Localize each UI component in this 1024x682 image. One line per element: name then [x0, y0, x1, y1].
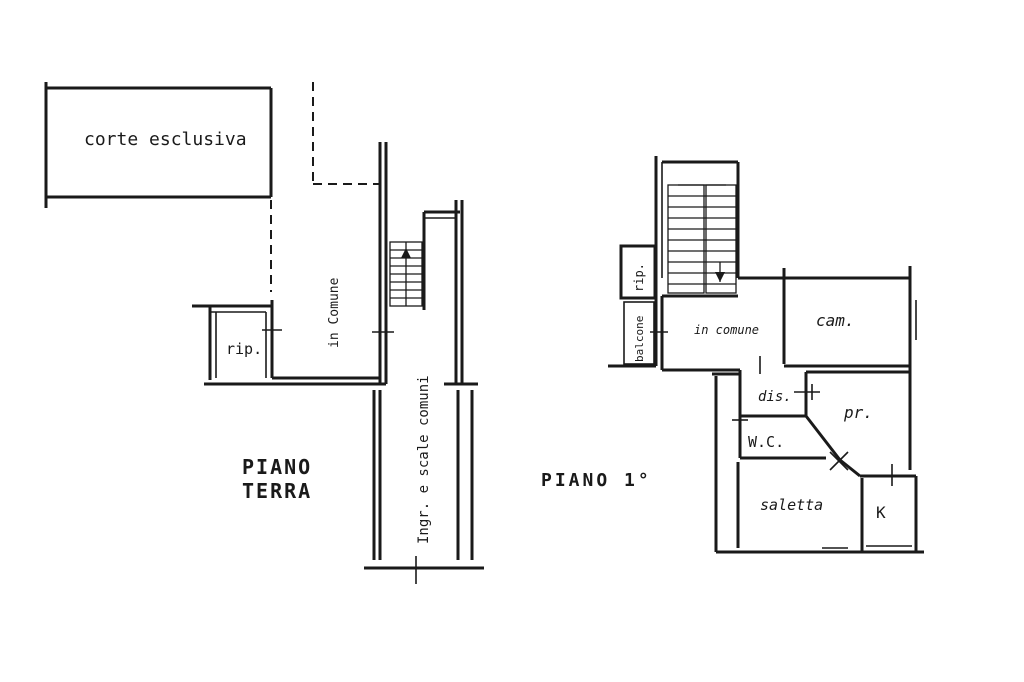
- common-area-boundary: [270, 82, 380, 292]
- room-wc: W.C.: [732, 416, 826, 460]
- saletta-label: saletta: [760, 496, 823, 514]
- in-comune-first-label: in comune: [694, 323, 759, 337]
- room-rip-balcone-first: rip. balcone: [608, 244, 657, 368]
- corte-label: corte esclusiva: [84, 129, 247, 150]
- ingresso-label: Ingr. e scale comuni: [416, 375, 432, 544]
- room-in-comune-ground: in Comune: [262, 142, 394, 384]
- room-k: K: [866, 476, 918, 552]
- ground-floor-plan: corte esclusiva in Comune rip.: [44, 82, 484, 584]
- room-pr: pr.: [804, 370, 916, 486]
- room-rip-ground: rip.: [192, 304, 386, 386]
- ground-title-line1: PIANO: [242, 455, 312, 479]
- wc-label: W.C.: [748, 433, 784, 451]
- first-title: PIANO 1°: [541, 470, 652, 491]
- first-floor-plan: PIANO 1° rip. balcone: [541, 156, 924, 554]
- room-dis: dis.: [712, 356, 820, 418]
- k-label: K: [876, 503, 886, 522]
- room-ingresso: Ingr. e scale comuni: [364, 200, 484, 584]
- room-in-comune-first: in comune: [650, 276, 910, 372]
- cam-label: cam.: [816, 311, 855, 330]
- balcone-label: balcone: [633, 316, 646, 362]
- rip-first-label: rip.: [632, 263, 646, 292]
- ground-title-line2: TERRA: [242, 479, 312, 503]
- stair-ground: [389, 241, 423, 307]
- room-corte-esclusiva: corte esclusiva: [44, 82, 273, 208]
- pr-label: pr.: [843, 403, 873, 422]
- dis-label: dis.: [758, 389, 792, 405]
- room-saletta: saletta: [714, 376, 924, 554]
- rip-ground-label: rip.: [226, 340, 262, 358]
- room-cam: cam.: [782, 266, 917, 470]
- in-comune-ground-label: in Comune: [327, 277, 342, 348]
